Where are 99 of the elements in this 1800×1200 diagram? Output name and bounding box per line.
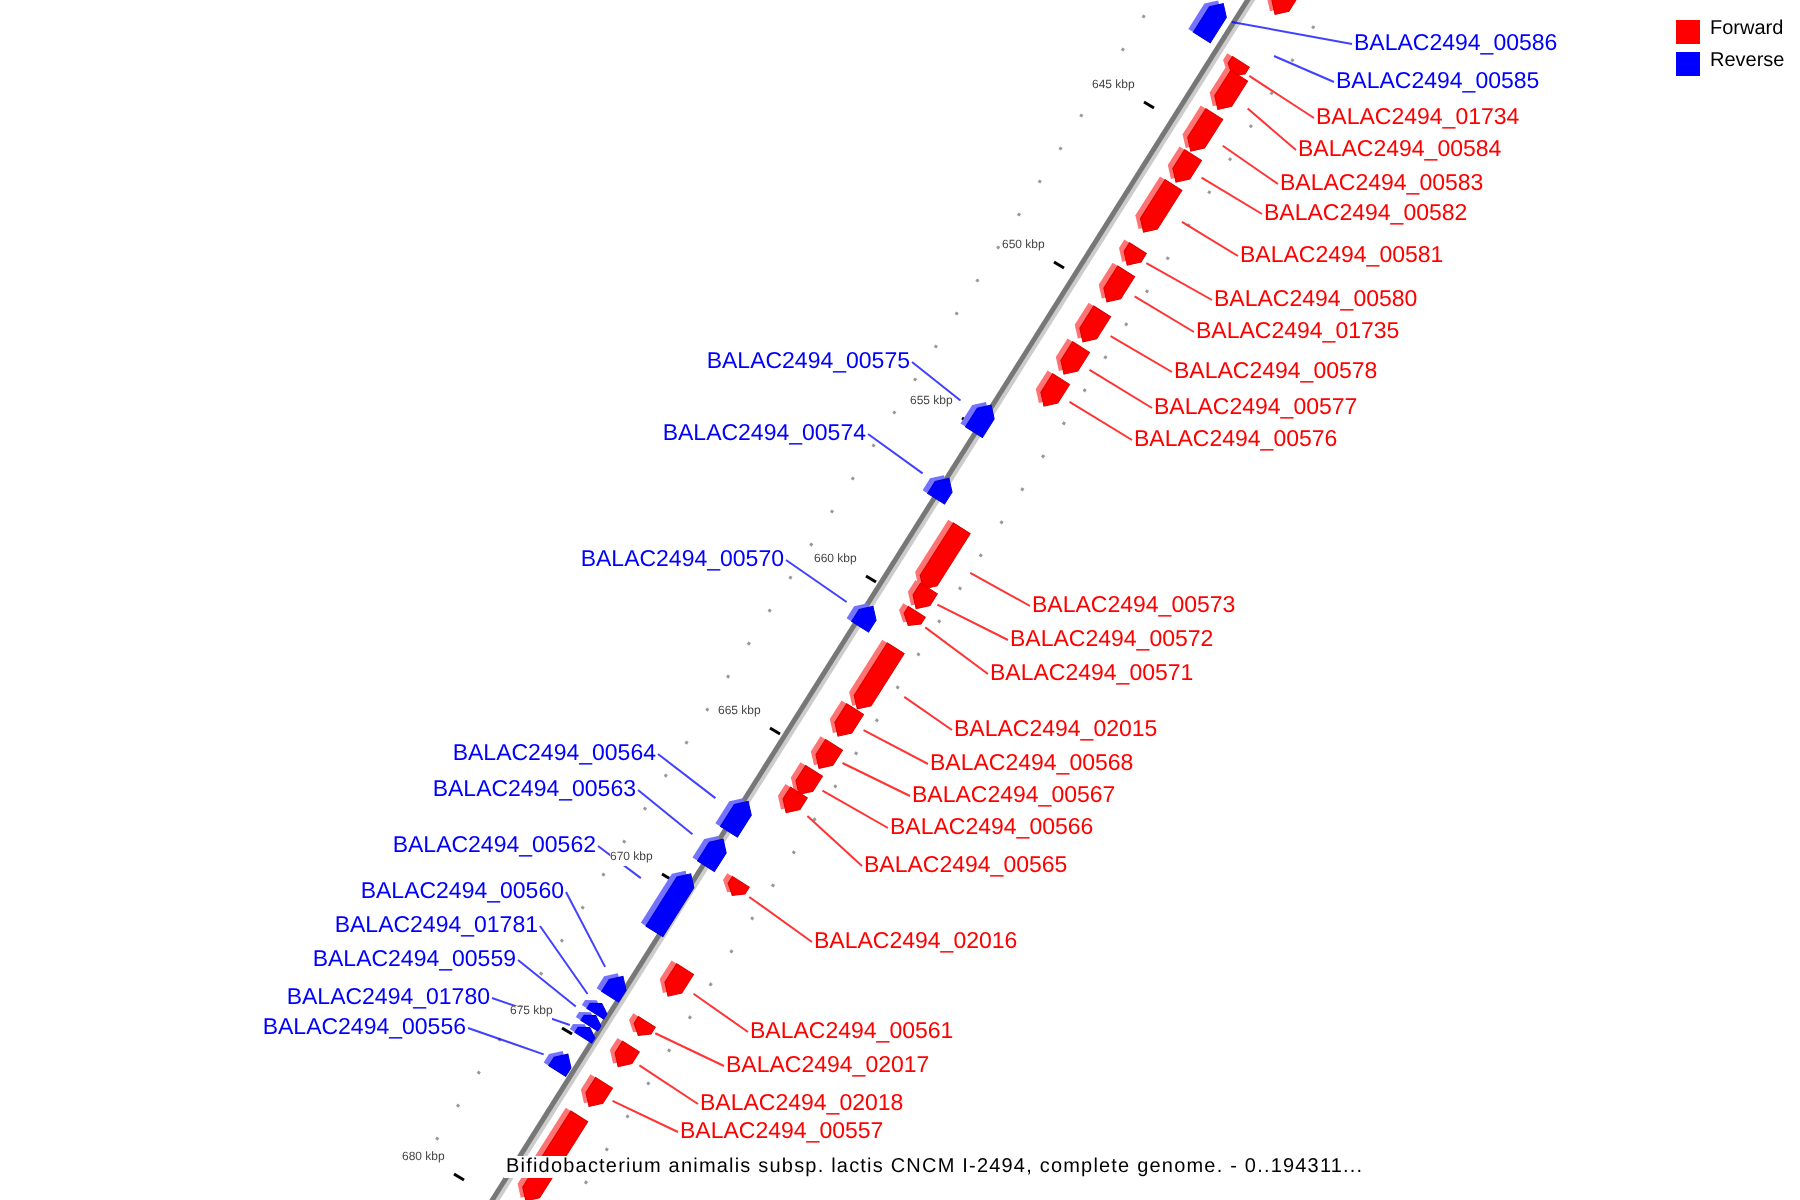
gene-feature [1069,301,1111,347]
leader-line [1273,55,1335,83]
gene-feature [624,1012,656,1040]
gene-label: BALAC2494_01735 [1196,318,1400,346]
gene-label: BALAC2494_00581 [1240,242,1444,270]
gene-label: BALAC2494_00571 [990,660,1194,688]
gene-label: BALAC2494_00578 [1174,358,1378,386]
gene-feature [1204,66,1248,114]
leader-line [911,361,962,402]
leader-line [692,992,749,1033]
leader-line [936,603,1009,641]
gene-feature [772,782,808,818]
gene-label: BALAC2494_00585 [1336,68,1540,96]
gene-label: BALAC2494_02016 [814,928,1018,956]
leader-line [467,1027,545,1056]
gene-label: BALAC2494_00564 [452,740,656,768]
gene-label: BALAC2494_00586 [1354,30,1558,58]
leader-line [1248,74,1315,119]
gene-label: BALAC2494_00563 [432,776,636,804]
gene-label: BALAC2494_00574 [662,420,866,448]
gene-feature [654,959,694,1001]
caption: Bifidobacterium animalis subsp. lactis CNCM I-2494, complete genome. - 0..194311... [504,1156,1366,1178]
gene-label: BALAC2494_00573 [1032,592,1236,620]
gene-label: BALAC2494_01734 [1316,104,1520,132]
gene-feature [785,761,823,799]
leader-line [924,626,989,675]
gene-label: BALAC2494_00568 [930,750,1134,778]
leader-line [539,925,589,995]
gene-feature [843,638,905,714]
gene-feature [1093,261,1135,307]
gene-label: BALAC2494_00562 [392,832,596,860]
leader-line [611,1099,679,1133]
leader-line [1246,107,1297,151]
gene-label: BALAC2494_00561 [750,1018,954,1046]
gene-label: BALAC2494_00567 [912,782,1116,810]
gene-label: BALAC2494_00572 [1010,626,1214,654]
leader-line [597,845,642,880]
gene-label: BALAC2494_02015 [954,716,1158,744]
gene-label: BALAC2494_00577 [1154,394,1358,422]
gene-label: BALAC2494_02018 [700,1090,904,1118]
leader-line [1068,400,1133,441]
gene-label: BALAC2494_01781 [334,912,538,940]
gene-feature [1162,145,1202,187]
leader-line [491,997,571,1027]
gene-feature [569,1018,599,1042]
gene-label: BALAC2494_02017 [726,1052,930,1080]
leader-line [637,789,694,836]
leader-line [903,695,953,731]
leader-line [841,762,911,797]
gene-label: BALAC2494_00575 [706,348,910,376]
gene-feature [894,602,926,630]
leader-line [969,571,1031,607]
gene-feature [824,699,864,741]
gene-label: BALAC2494_00565 [864,852,1068,880]
leader-line [821,789,889,829]
gene-label: BALAC2494_00566 [890,814,1094,842]
leader-line [654,1032,725,1067]
gene-label: BALAC2494_00582 [1264,200,1468,228]
gene-feature [1130,175,1182,237]
legend-label: Forward [1710,18,1784,40]
leader-line [657,753,717,800]
leader-line [1180,220,1239,257]
gene-feature [805,735,843,773]
leader-line [806,814,863,867]
gene-feature [604,1036,640,1072]
leader-line [1221,144,1279,185]
leader-line [1145,262,1213,301]
gene-label: BALAC2494_00570 [580,546,784,574]
gene-label: BALAC2494_00557 [680,1118,884,1146]
legend-label: Reverse [1710,50,1785,72]
gene-label: BALAC2494_00560 [360,878,564,906]
leader-line [862,729,929,765]
gene-feature [1030,369,1070,411]
gene-feature [718,872,750,900]
leader-line [1088,368,1153,409]
leader-line [517,959,577,1008]
leader-line [1133,295,1195,333]
gene-label: BALAC2494_00576 [1134,426,1338,454]
gene-feature [1050,337,1090,379]
gene-feature [909,518,971,594]
leader-line [867,433,924,475]
gene-label: BALAC2494_00583 [1280,170,1484,198]
leader-line [748,895,813,943]
gene-label: BALAC2494_00580 [1214,286,1418,314]
leader-line [1200,176,1263,215]
gene-feature [1113,238,1147,270]
leader-line [565,891,607,968]
gene-label: BALAC2494_01780 [286,984,490,1012]
gene-feature [1188,0,1232,42]
gene-label: BALAC2494_00559 [312,946,516,974]
leader-line [785,559,848,603]
gene-label: BALAC2494_00556 [262,1014,466,1042]
leader-line [1230,20,1353,45]
gene-label: BALAC2494_00584 [1298,136,1502,164]
gene-feature [902,578,938,614]
gene-feature [575,1073,613,1111]
leader-line [638,1064,699,1105]
leader-line [1109,335,1173,373]
gene-feature [1177,104,1223,156]
